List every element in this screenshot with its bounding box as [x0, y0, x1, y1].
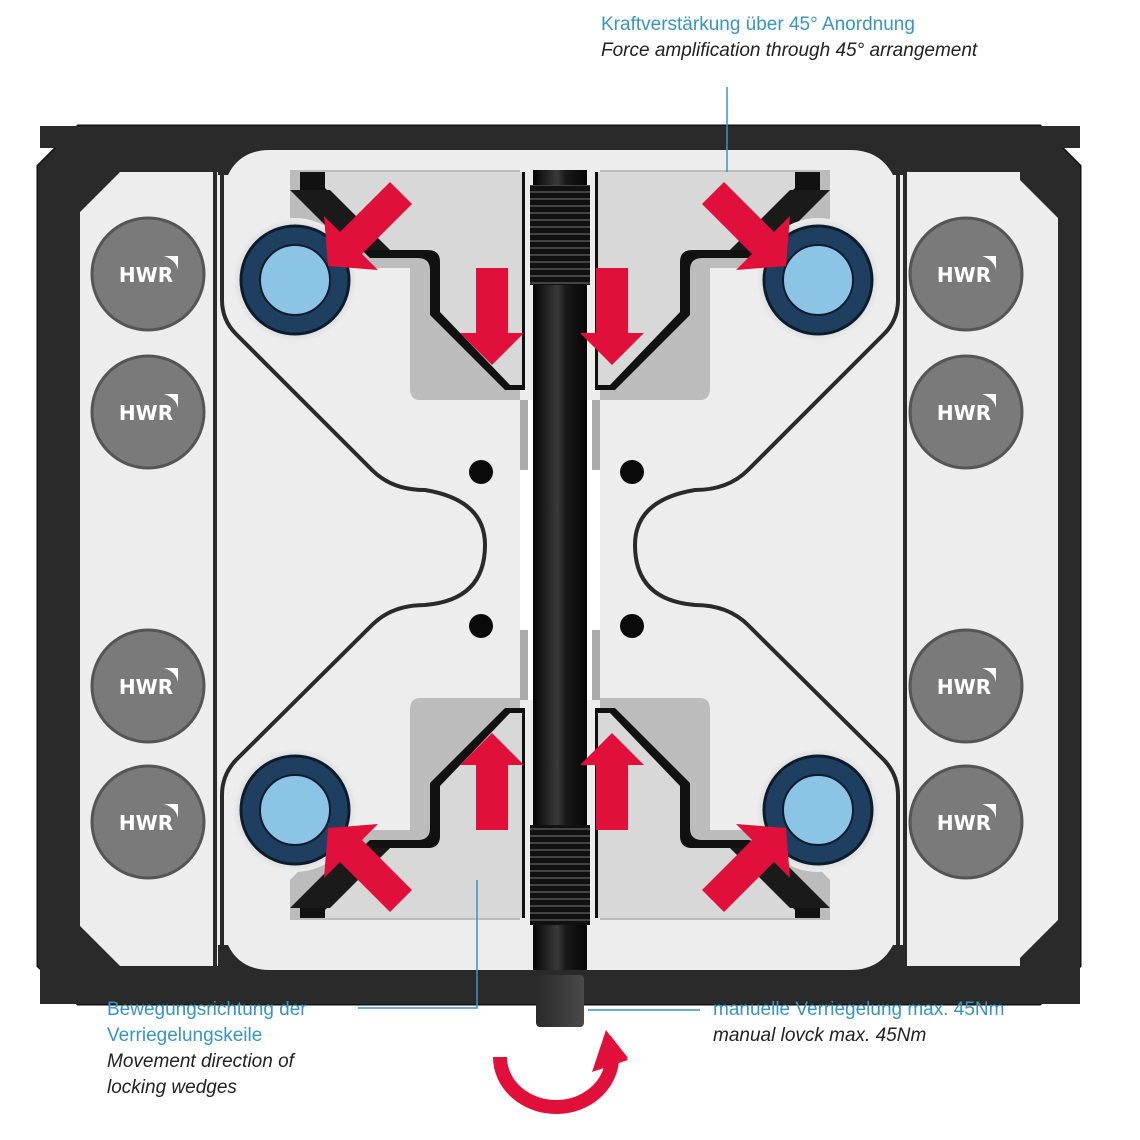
hwr-logo-text: HWR [119, 401, 173, 425]
hwr-logo-text: HWR [937, 675, 991, 699]
plate-bottom-corner-right [850, 945, 903, 970]
arrow-down-icon [580, 268, 644, 365]
locking-pin-bottom-left [233, 748, 357, 872]
hwr-logo-mark-icon [164, 256, 178, 270]
force-arrows [324, 182, 790, 912]
plate-bottom-corner-left [218, 945, 270, 970]
arrow-up-icon [580, 733, 644, 830]
hwr-logo-disc: HWR [908, 628, 1024, 744]
movement-direction-label-de-2: Verriegelungskeile [107, 1025, 263, 1046]
arrow-diagonal-icon [702, 824, 790, 912]
hwr-logo-disc: HWR [908, 216, 1024, 332]
frame-corner-bl [38, 750, 230, 1004]
arrow-diagonal-icon [324, 182, 412, 270]
hwr-logos: HWR HWR HWR HWR HWR HWR HWR HWR [90, 216, 1024, 880]
central-slot-edge-left-b [520, 630, 528, 700]
central-slot-edge-right-b [592, 630, 600, 700]
bolt-hole [469, 614, 493, 638]
hwr-logo-disc: HWR [90, 216, 206, 332]
hwr-logo-mark-icon [164, 394, 178, 408]
leader-line-movement [358, 880, 478, 1009]
force-amplification-label-de: Kraftverstärkung über 45° Anordnung [601, 14, 915, 35]
hwr-logo-mark-icon [982, 804, 996, 818]
movement-direction-label-en-2: locking wedges [107, 1077, 237, 1098]
arrow-diagonal-icon [324, 824, 412, 912]
movement-direction-label-de-1: Bewegungsrichtung der [107, 999, 307, 1020]
manual-lock-label-de: manuelle Verriegelung max. 45Nm [713, 999, 1005, 1020]
locking-pin-top-right [756, 218, 880, 342]
arrow-diagonal-icon [702, 182, 790, 270]
hwr-logo-mark-icon [982, 256, 996, 270]
hwr-logo-disc: HWR [90, 628, 206, 744]
hwr-logo-text: HWR [119, 675, 173, 699]
plate-top-corner-left [218, 150, 270, 175]
inner-contour-right [632, 170, 900, 968]
inner-contour-left [220, 170, 488, 968]
frame-top-cover [213, 126, 905, 148]
movement-direction-label-en-1: Movement direction of [107, 1051, 294, 1072]
hwr-logo-disc: HWR [90, 764, 206, 880]
bolt-hole [469, 460, 493, 484]
hwr-logo-mark-icon [982, 394, 996, 408]
threaded-rod-thread-top [530, 185, 590, 285]
bolt-hole [620, 614, 644, 638]
manual-lock-label-en: manual lovck max. 45Nm [713, 1025, 927, 1046]
bolt-hole [620, 460, 644, 484]
rotation-arrow-icon [493, 1030, 628, 1115]
hwr-logo-text: HWR [119, 263, 173, 287]
hwr-logo-disc: HWR [908, 354, 1024, 470]
hwr-logo-text: HWR [119, 811, 173, 835]
hwr-logo-text: HWR [937, 263, 991, 287]
hwr-logo-text: HWR [937, 811, 991, 835]
locking-pin-top-left [233, 218, 357, 342]
hwr-logo-disc: HWR [908, 764, 1024, 880]
plate-top-corner-right [850, 150, 903, 175]
hwr-logo-mark-icon [164, 668, 178, 682]
arrow-down-icon [460, 268, 524, 365]
arrow-up-icon [460, 733, 524, 830]
hwr-logo-text: HWR [937, 401, 991, 425]
frame-left-bar [38, 200, 80, 940]
central-slot-edge-right [592, 400, 600, 470]
threaded-rod-thread-bottom [530, 825, 590, 925]
hex-drive [536, 975, 584, 1027]
frame-corner-tl [38, 126, 230, 390]
hwr-logo-disc: HWR [90, 354, 206, 470]
hwr-logo-mark-icon [164, 804, 178, 818]
central-slot-edge-left [520, 400, 528, 470]
hwr-logo-mark-icon [982, 668, 996, 682]
force-amplification-label-en: Force amplification through 45° arrangem… [601, 40, 978, 61]
